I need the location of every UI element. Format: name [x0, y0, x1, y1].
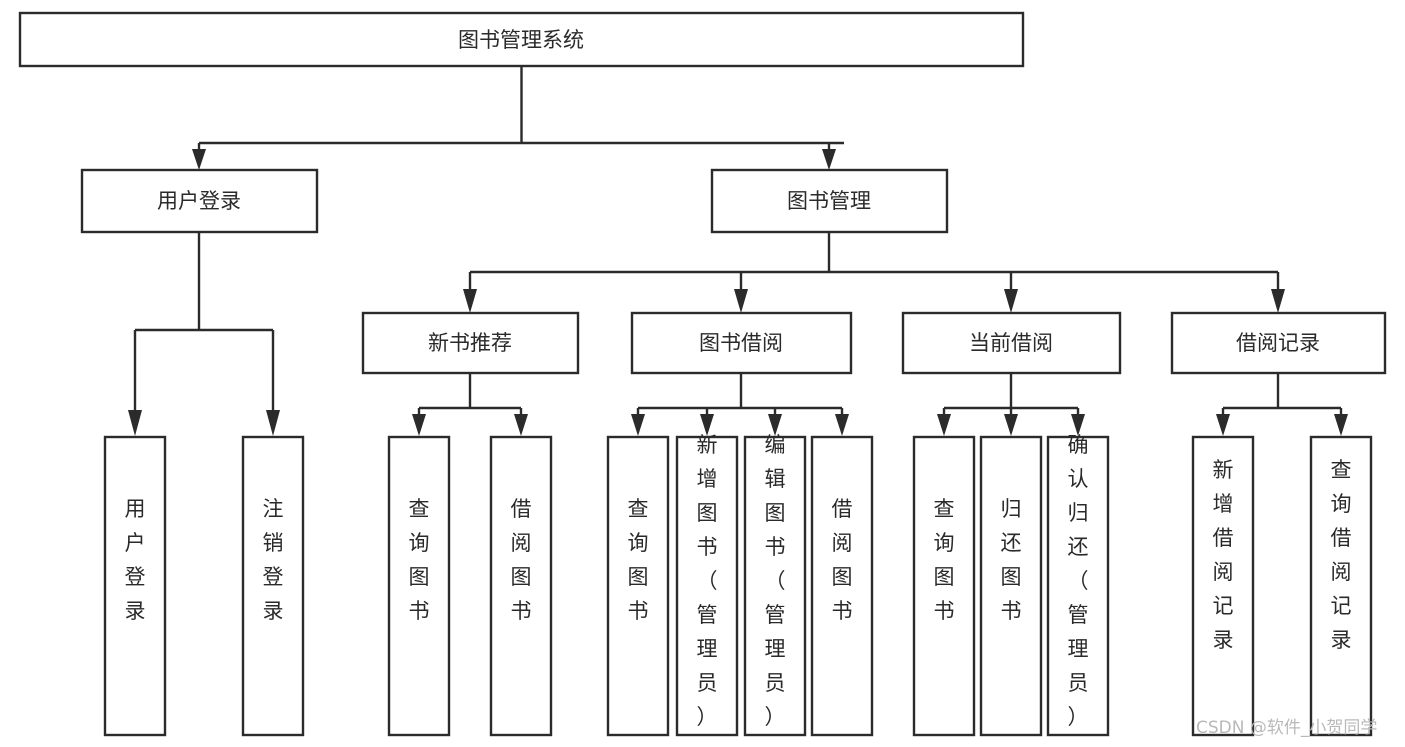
leaf-return-book-box[interactable]	[979, 435, 1043, 737]
arrow-head-new-book-recommend	[463, 289, 477, 313]
leaf-return-book[interactable]: 归还图书	[979, 435, 1043, 737]
node-borrow-record-box[interactable]	[1170, 311, 1387, 375]
leaf-query-book-1-label: 查询图书	[409, 497, 430, 623]
leaf-query-book-1[interactable]: 查询图书	[387, 435, 451, 737]
node-user-login[interactable]: 用户登录	[80, 168, 319, 234]
node-book-borrow-label: 图书借阅	[699, 331, 783, 355]
leaf-query-book-2[interactable]: 查询图书	[606, 435, 670, 737]
node-book-borrow[interactable]: 图书借阅	[630, 311, 853, 375]
leaf-add-book-box[interactable]	[675, 435, 739, 737]
leaf-edit-book[interactable]: 编辑图书（管理员）	[743, 433, 807, 737]
leaf-user-logout-label: 注销登录	[263, 497, 284, 623]
arrow-head-borrow-record	[1271, 289, 1285, 313]
leaf-return-book-label: 归还图书	[1001, 497, 1022, 623]
arrow-head-current-borrow	[1004, 289, 1018, 313]
leaf-query-book-2-label: 查询图书	[628, 497, 649, 623]
leaf-query-book-1-box[interactable]	[387, 435, 451, 737]
edge-group-new-book-recommend	[412, 373, 528, 436]
edge-group-user-login	[128, 232, 280, 436]
arrow-head-leaf-borrow-book-1	[514, 414, 528, 436]
arrow-head-book-management	[822, 149, 836, 170]
node-current-borrow-box[interactable]	[901, 311, 1122, 375]
leaf-add-record-label: 新增借阅记录	[1213, 458, 1234, 652]
node-new-book-recommend-label: 新书推荐	[428, 331, 512, 355]
arrow-head-leaf-query-book-1	[412, 414, 426, 436]
arrow-head-leaf-add-book	[700, 414, 714, 436]
leaf-query-book-3-label: 查询图书	[934, 497, 955, 623]
leaf-query-book-3[interactable]: 查询图书	[912, 435, 976, 737]
leaf-user-login-label: 用户登录	[125, 497, 146, 623]
edge-group-root	[192, 66, 844, 170]
node-user-login-label: 用户登录	[157, 189, 241, 213]
watermark-label: CSDN @软件_小贺同学	[1196, 718, 1377, 738]
leaf-edit-book-box[interactable]	[743, 435, 807, 737]
arrow-head-leaf-borrow-book-2	[835, 414, 849, 436]
arrow-head-user-login	[192, 149, 206, 170]
leaf-add-record[interactable]: 新增借阅记录	[1191, 435, 1255, 737]
leaf-confirm-return-box[interactable]	[1046, 435, 1110, 737]
node-borrow-record-label: 借阅记录	[1236, 331, 1320, 355]
node-book-management[interactable]: 图书管理	[710, 168, 949, 234]
leaf-query-record[interactable]: 查询借阅记录	[1309, 435, 1373, 737]
edge-group-book-borrow	[631, 373, 849, 436]
leaf-confirm-return[interactable]: 确认归还（管理员）	[1046, 433, 1110, 737]
arrow-head-leaf-add-record	[1216, 414, 1230, 436]
node-current-borrow-label: 当前借阅	[969, 331, 1053, 355]
leaf-query-record-box[interactable]	[1309, 435, 1373, 737]
node-new-book-recommend-box[interactable]	[361, 311, 580, 375]
node-book-management-box[interactable]	[710, 168, 949, 234]
leaf-user-logout[interactable]: 注销登录	[241, 435, 305, 737]
leaf-borrow-book-1[interactable]: 借阅图书	[489, 435, 553, 737]
leaf-user-login-box[interactable]	[103, 435, 167, 737]
leaf-borrow-book-2-label: 借阅图书	[832, 497, 853, 623]
node-borrow-record[interactable]: 借阅记录	[1170, 311, 1387, 375]
leaf-add-record-box[interactable]	[1191, 435, 1255, 737]
leaf-borrow-book-2[interactable]: 借阅图书	[810, 435, 874, 737]
arrow-head-leaf-return-book	[1004, 414, 1018, 436]
leaf-query-record-label: 查询借阅记录	[1331, 458, 1352, 652]
node-book-management-label: 图书管理	[787, 189, 871, 213]
node-root-label: 图书管理系统	[458, 28, 584, 52]
leaf-query-book-3-box[interactable]	[912, 435, 976, 737]
arrow-head-leaf-query-book-2	[631, 414, 645, 436]
edge-group-borrow-record	[1216, 373, 1348, 436]
leaf-confirm-return-label: 确认归还（管理员）	[1068, 433, 1089, 729]
arrow-head-leaf-confirm-return	[1071, 414, 1085, 436]
node-current-borrow[interactable]: 当前借阅	[901, 311, 1122, 375]
leaf-add-book[interactable]: 新增图书（管理员）	[675, 433, 739, 737]
leaf-borrow-book-1-label: 借阅图书	[511, 497, 532, 623]
leaf-query-book-2-box[interactable]	[606, 435, 670, 737]
node-root[interactable]: 图书管理系统	[18, 11, 1025, 68]
node-user-login-box[interactable]	[80, 168, 319, 234]
arrow-head-leaf-query-book-3	[937, 414, 951, 436]
leaf-edit-book-label: 编辑图书（管理员）	[765, 433, 786, 729]
leaf-user-logout-box[interactable]	[241, 435, 305, 737]
node-new-book-recommend[interactable]: 新书推荐	[361, 311, 580, 375]
arrow-head-leaf-edit-book	[768, 414, 782, 436]
node-book-borrow-box[interactable]	[630, 311, 853, 375]
leaf-borrow-book-1-box[interactable]	[489, 435, 553, 737]
leaf-add-book-label: 新增图书（管理员）	[697, 433, 718, 729]
arrow-head-book-borrow	[734, 289, 748, 313]
leaf-borrow-book-2-box[interactable]	[810, 435, 874, 737]
node-root-box[interactable]	[18, 11, 1025, 68]
arrow-head-leaf-user-login	[128, 410, 142, 436]
arrow-head-leaf-user-logout	[266, 410, 280, 436]
edge-group-book-management	[463, 232, 1285, 313]
edge-group-current-borrow	[937, 373, 1085, 436]
arrow-head-leaf-query-record	[1334, 414, 1348, 436]
leaf-user-login[interactable]: 用户登录	[103, 435, 167, 737]
